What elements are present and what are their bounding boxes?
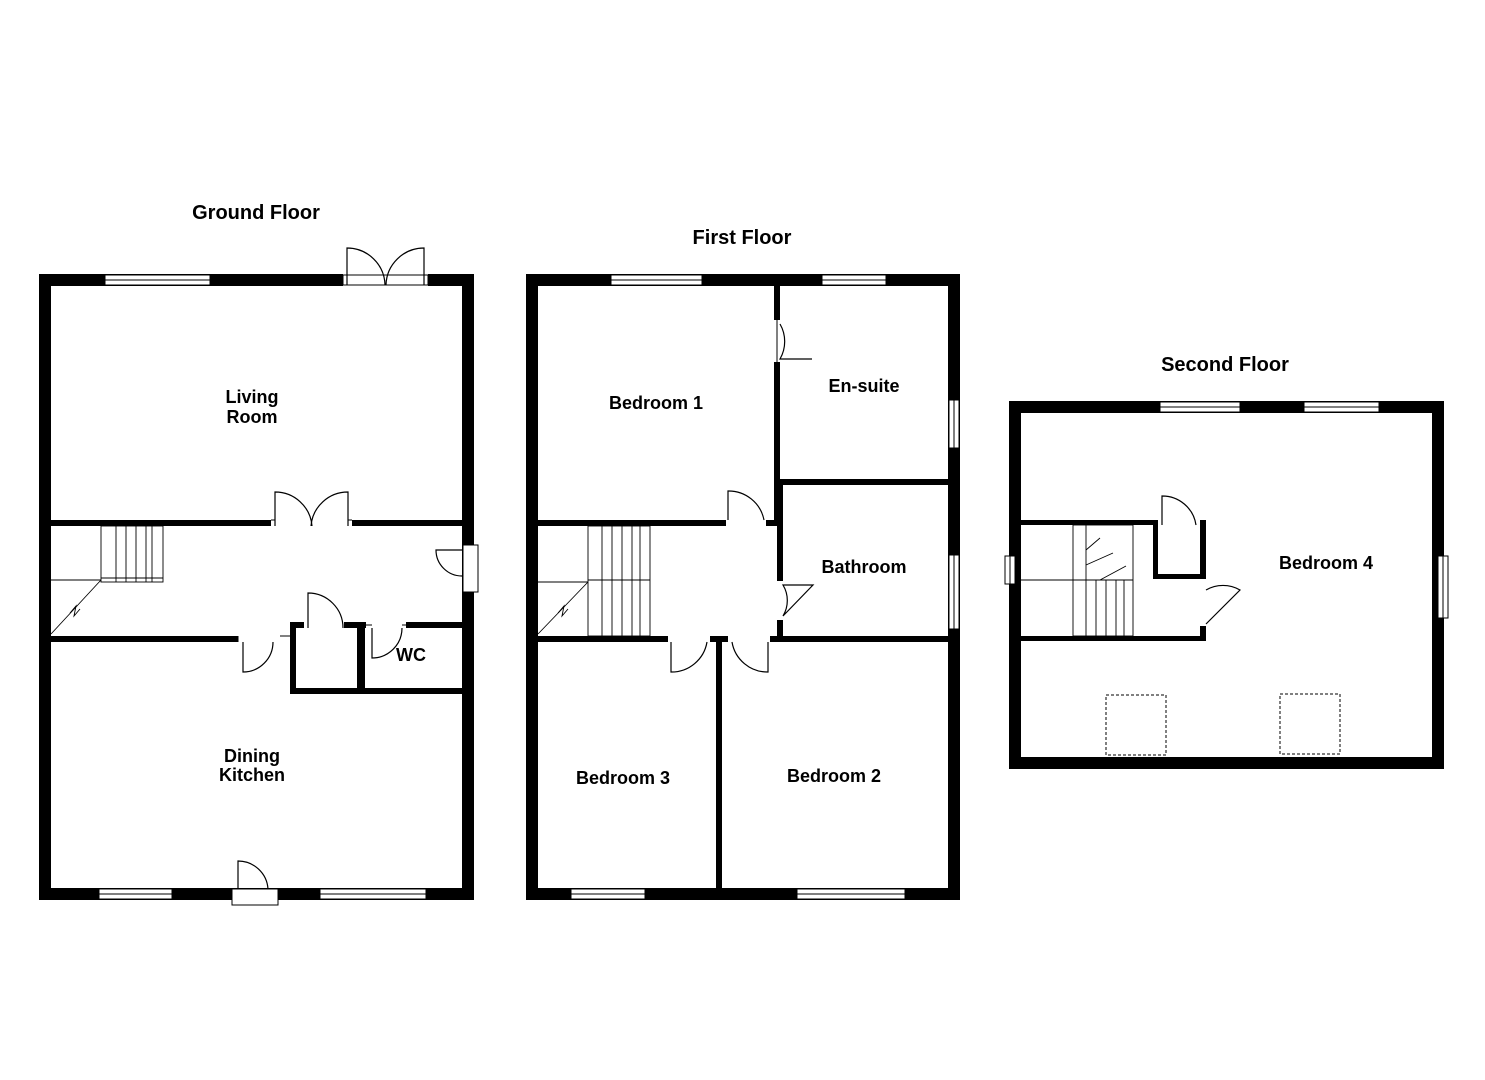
wall [526,274,960,286]
skylight [1279,693,1341,755]
wall [766,520,777,526]
wall [290,622,296,694]
room-label-wc: WC [396,645,426,665]
door-swing [1205,584,1241,625]
ground-floor-title: Ground Floor [192,202,320,224]
second-floor-plan: Second Floor [1004,354,1449,769]
door-swing [435,549,463,577]
wall [780,479,948,485]
wall [428,274,474,286]
door-swing [310,491,349,527]
wall [538,636,668,642]
first-floor-plan: First Floor [526,227,960,900]
wall [39,274,51,900]
wall [51,520,271,526]
room-label-living: Room [227,407,278,427]
door-swing [385,247,425,286]
wall [344,622,366,628]
wall [352,520,462,526]
door-swing [1161,495,1197,526]
wall [538,520,726,526]
room-label-living: Living [226,387,279,407]
wall [710,636,728,642]
wall [777,620,783,642]
wall [357,622,365,694]
room-label-bathroom: Bathroom [822,557,907,577]
staircase [537,525,651,637]
staircase [50,525,164,635]
wall [526,274,538,900]
door-swing [778,323,812,360]
wall [1021,636,1206,641]
door-swing [781,584,815,617]
wall [1009,757,1444,769]
wall [290,688,462,694]
wall [290,622,304,628]
door-swing [274,491,313,527]
first-floor-title: First Floor [693,227,792,249]
door-swing [727,490,765,521]
room-label-bedroom2: Bedroom 2 [787,766,881,786]
wall [1153,520,1158,579]
wall [777,485,783,581]
back-door [231,888,279,906]
door-swing [346,247,386,286]
wall [1153,574,1205,579]
wall [1200,626,1206,641]
wall [1009,401,1021,769]
door-swing [371,627,403,659]
french-doors [342,274,429,286]
wall [1200,520,1206,579]
wall [774,286,780,320]
door-swing [242,641,274,673]
wall [406,622,462,628]
door-swing [670,641,708,673]
staircase [1021,524,1134,637]
front-door [462,544,479,593]
wall [1021,520,1158,525]
wall [770,636,948,642]
room-label-bedroom4: Bedroom 4 [1279,553,1373,573]
wall [51,636,238,642]
room-label-ensuite: En-suite [828,376,899,396]
door-swing [237,860,269,890]
door-swing [731,641,769,673]
room-label-bedroom3: Bedroom 3 [576,768,670,788]
room-label-dining: Dining [224,746,280,766]
room-label-bedroom1: Bedroom 1 [609,393,703,413]
wall [774,362,780,525]
wall [716,642,722,888]
room-label-kitchen: Kitchen [219,765,285,785]
door-swing [307,592,344,629]
skylight [1105,694,1167,756]
second-floor-title: Second Floor [1161,354,1289,376]
ground-floor-plan: Ground Floor [39,202,479,906]
